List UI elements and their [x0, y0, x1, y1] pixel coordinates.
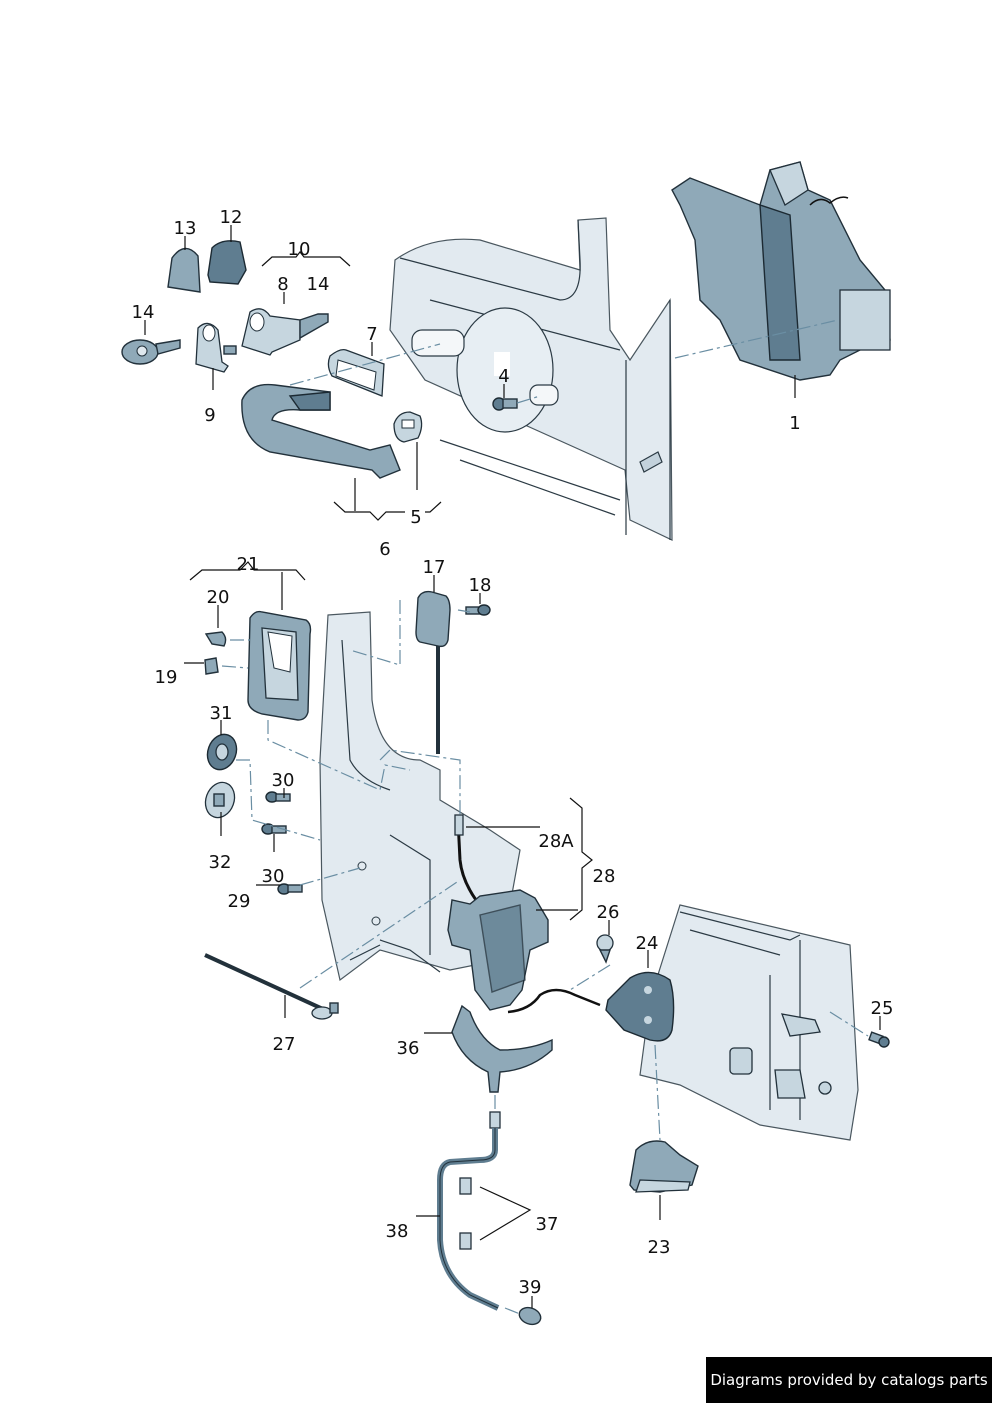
callout-31: 31	[210, 703, 233, 724]
part-13-cap[interactable]	[167, 247, 201, 293]
leader-lines-upper	[144, 225, 796, 521]
callout-30-upper: 30	[272, 770, 295, 791]
part-37-clip-b[interactable]	[459, 1232, 472, 1250]
callout-24: 24	[636, 933, 659, 954]
credit-text: Diagrams provided by catalogs parts	[710, 1371, 988, 1389]
part-36-release-handle[interactable]	[451, 1004, 553, 1093]
callout-26: 26	[597, 902, 620, 923]
callout-23: 23	[648, 1237, 671, 1258]
part-21-inner-handle[interactable]	[247, 610, 312, 721]
callout-12: 12	[220, 207, 243, 228]
part-9-bracket[interactable]	[195, 322, 237, 373]
callout-30-lower: 30	[262, 866, 285, 887]
callout-9: 9	[204, 405, 215, 426]
part-20-clip[interactable]	[204, 631, 227, 647]
callout-8: 8	[277, 274, 288, 295]
part-30-screw-a[interactable]	[265, 791, 291, 803]
outer-door-panel	[389, 217, 673, 541]
part-4-screw[interactable]	[492, 397, 518, 411]
callout-7: 7	[366, 324, 377, 345]
callout-18: 18	[469, 575, 492, 596]
part-38-cable[interactable]	[437, 1111, 501, 1311]
credit-banner: Diagrams provided by catalogs parts	[706, 1357, 992, 1403]
part-12-cover[interactable]	[207, 240, 247, 285]
callout-39: 39	[519, 1277, 542, 1298]
part-32-grommet[interactable]	[201, 778, 240, 821]
callout-29: 29	[228, 891, 251, 912]
body-pillar-section	[639, 904, 859, 1141]
part-19-bush[interactable]	[204, 657, 219, 675]
part-23-striker[interactable]	[629, 1140, 699, 1193]
callout-13: 13	[174, 218, 197, 239]
part-7-gasket[interactable]	[327, 348, 385, 397]
callout-labels: 1 4 5 6 7 8 9 10 12 13 14 14 17 18 19 20…	[132, 207, 894, 1298]
callout-28a: 28A	[538, 831, 574, 852]
callout-25: 25	[871, 998, 894, 1019]
part-24-latch[interactable]	[605, 971, 675, 1042]
part-6-outer-handle[interactable]	[241, 383, 401, 479]
part-39-end-cap[interactable]	[517, 1305, 543, 1328]
part-17-lock-button[interactable]	[415, 590, 451, 754]
part-27-rod[interactable]	[204, 953, 339, 1020]
callout-37: 37	[536, 1214, 559, 1235]
assembly-lines-lower	[221, 600, 869, 1315]
part-25-screw[interactable]	[868, 1031, 890, 1048]
callout-10: 10	[288, 239, 311, 260]
callout-14-cylinder: 14	[307, 274, 330, 295]
callout-32: 32	[209, 852, 232, 873]
part-18-screw[interactable]	[465, 604, 491, 616]
callout-14-key: 14	[132, 302, 155, 323]
part-14-key[interactable]	[121, 339, 181, 365]
assembly-lines-upper	[289, 319, 839, 404]
part-5-seal[interactable]	[393, 411, 423, 443]
callout-36: 36	[397, 1038, 420, 1059]
callout-5: 5	[410, 507, 421, 528]
part-37-clip-a[interactable]	[459, 1177, 472, 1195]
callout-6: 6	[379, 539, 390, 560]
callout-17: 17	[423, 557, 446, 578]
part-29-screw[interactable]	[277, 883, 303, 895]
callout-1: 1	[789, 413, 800, 434]
leader-lines-lower	[184, 561, 881, 1308]
callout-19: 19	[155, 667, 178, 688]
part-28-door-lock[interactable]	[447, 814, 601, 1014]
callout-38: 38	[386, 1221, 409, 1242]
callout-27: 27	[273, 1034, 296, 1055]
callout-4: 4	[498, 366, 509, 387]
part-31-grommet[interactable]	[203, 730, 242, 773]
part-8-lock-cylinder[interactable]	[241, 308, 329, 356]
callout-20: 20	[207, 587, 230, 608]
part-26-clip[interactable]	[596, 934, 614, 964]
part-1-lock-mechanism[interactable]	[671, 161, 891, 381]
callout-21: 21	[237, 554, 260, 575]
callout-28: 28	[593, 866, 616, 887]
